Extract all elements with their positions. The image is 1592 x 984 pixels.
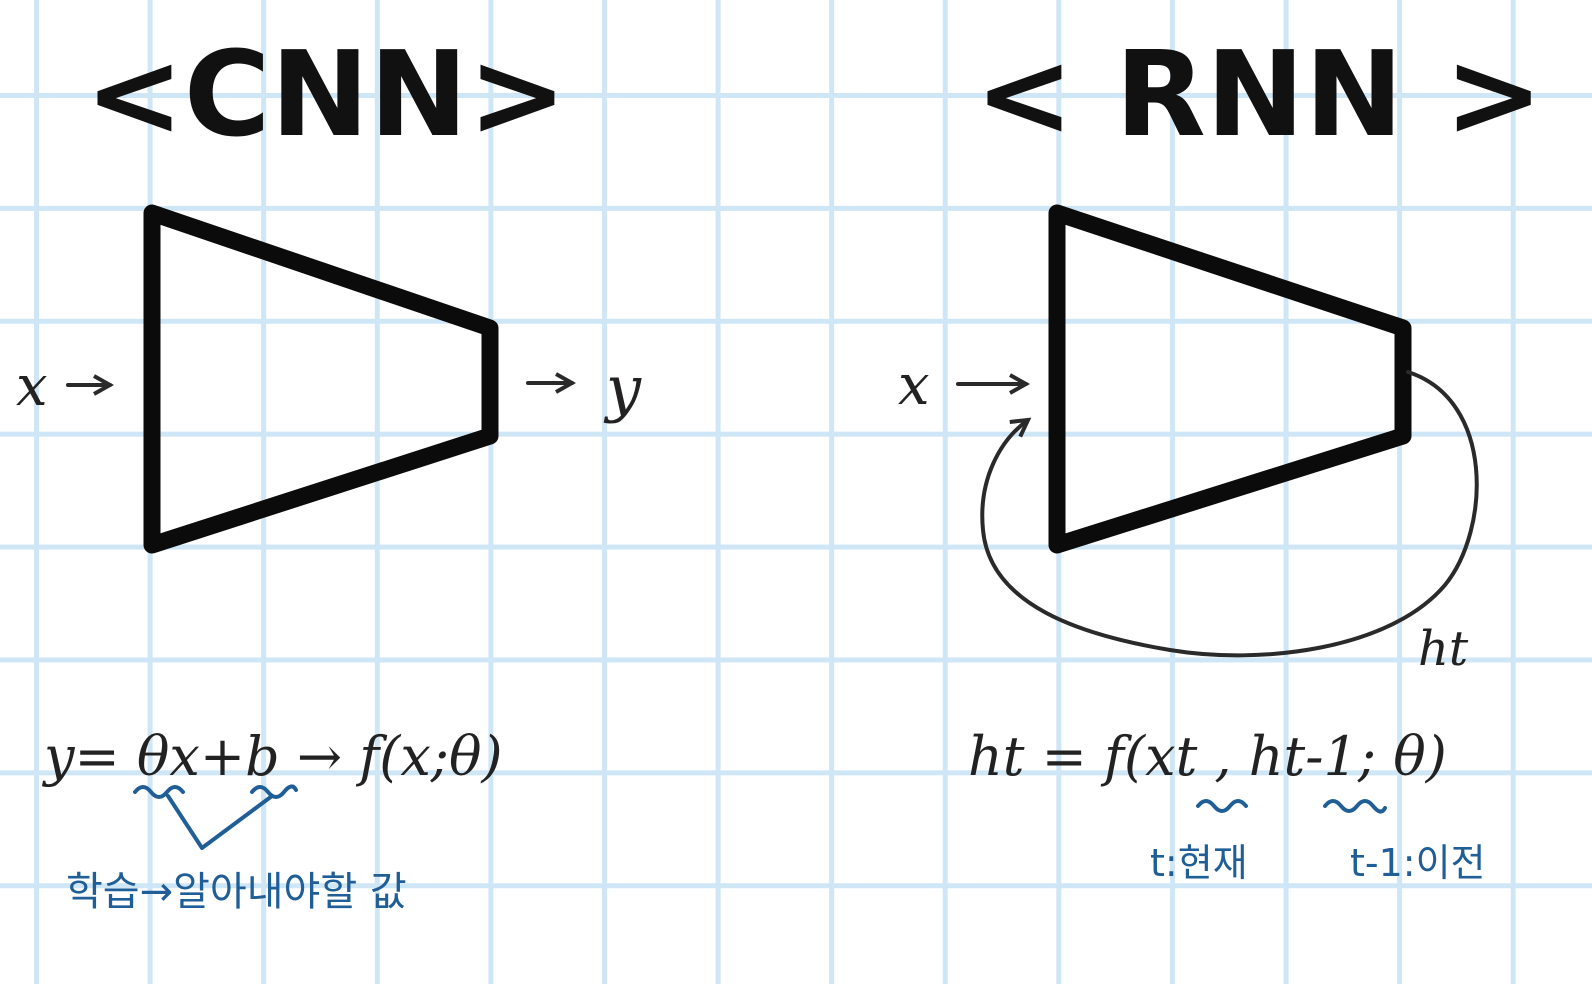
cnn-section: <CNN> x y y= θx+b → f(x;θ) 학습→알아내야할 값	[16, 25, 642, 915]
annotation-connector	[166, 794, 274, 850]
xt-underline	[1196, 799, 1248, 813]
cnn-output-label: y	[603, 352, 642, 425]
theta-underline	[133, 785, 185, 799]
ht1-underline	[1323, 799, 1387, 814]
rnn-formula: ht = f(xt , ht-1; θ)	[968, 725, 1447, 788]
rnn-input-label: x	[898, 353, 930, 418]
rnn-hidden-label: ht	[1418, 621, 1469, 677]
cnn-network-shape	[143, 204, 499, 554]
recurrent-loop-arrow	[980, 370, 1479, 658]
cnn-title: <CNN>	[85, 25, 567, 163]
cnn-input-label: x	[16, 354, 48, 419]
rnn-note-previous: t-1:이전	[1350, 841, 1486, 885]
rnn-network-shape	[1048, 204, 1412, 554]
rnn-title: < RNN >	[975, 25, 1543, 163]
rnn-section: < RNN > x ht ht = f(xt , ht-1; θ) t:현재 t…	[898, 25, 1543, 885]
rnn-note-current: t:현재	[1150, 841, 1248, 885]
cnn-formula: y= θx+b → f(x;θ)	[42, 725, 503, 788]
cnn-note: 학습→알아내야할 값	[66, 869, 407, 915]
b-underline	[250, 784, 298, 799]
